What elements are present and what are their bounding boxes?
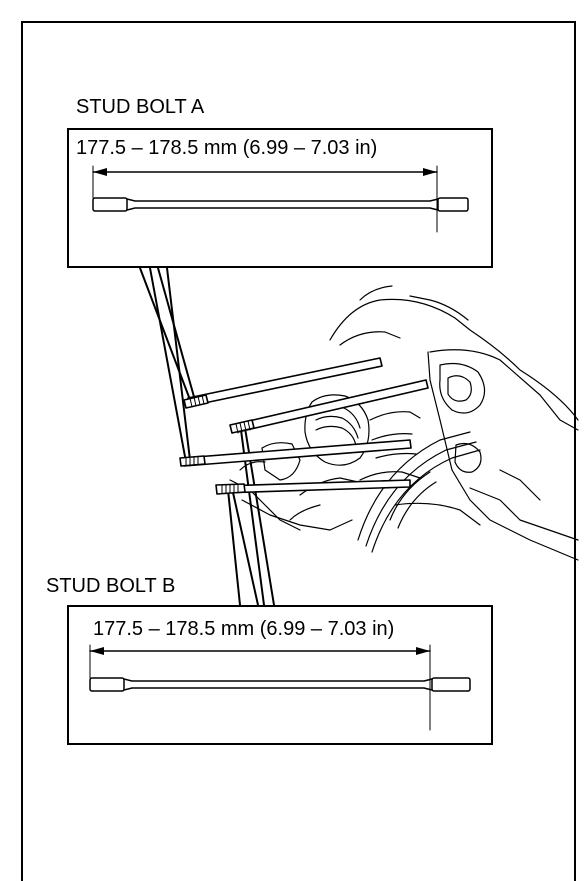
stud-bolt-a-dimension: 177.5 – 178.5 mm (6.99 – 7.03 in) (76, 137, 378, 159)
engine-block (229, 285, 579, 561)
page-frame (21, 21, 576, 881)
stud-bolt-b-panel (67, 605, 493, 745)
stud-threads (185, 394, 251, 494)
stud-bolt-b-dimension: 177.5 – 178.5 mm (6.99 – 7.03 in) (93, 618, 395, 640)
leader-lines-a (139, 267, 197, 463)
stud-bolt-a-label: STUD BOLT A (76, 96, 205, 118)
stud-bolt-b-label: STUD BOLT B (46, 575, 176, 597)
stud-bolts-illustration (179, 357, 429, 495)
stud-bolt-a-panel (67, 128, 493, 268)
